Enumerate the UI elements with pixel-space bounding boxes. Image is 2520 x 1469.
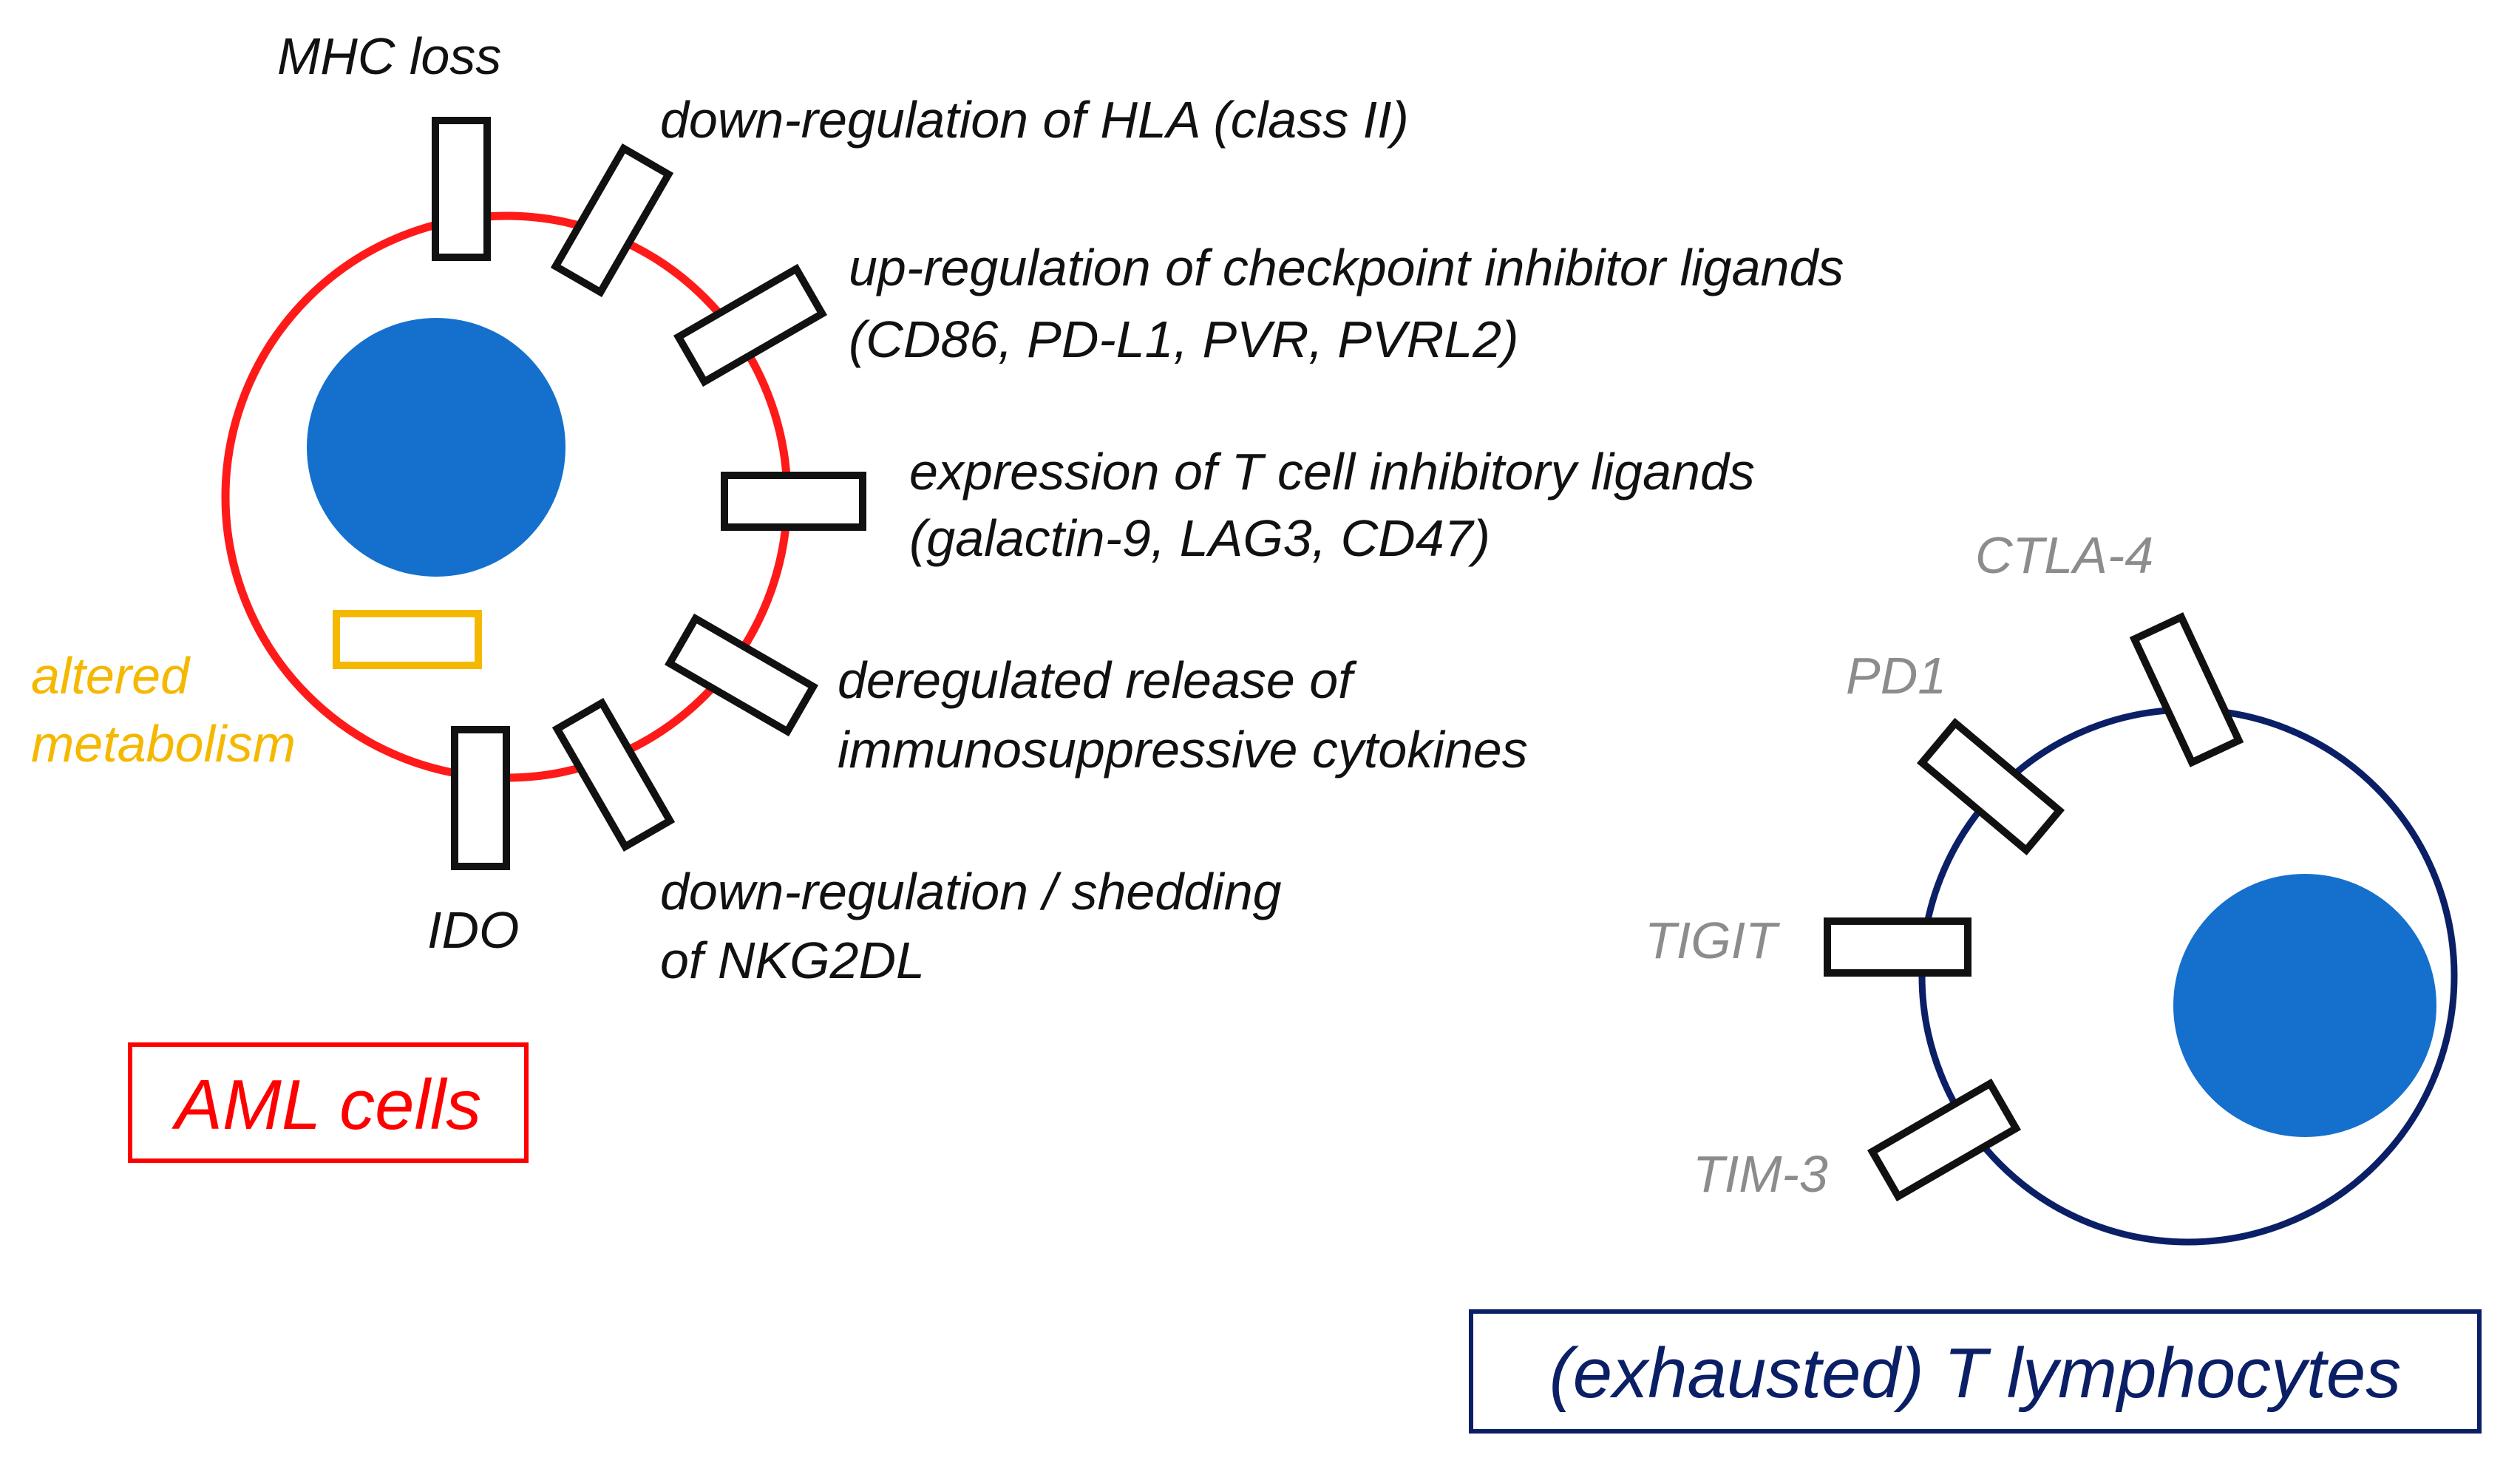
tim3-label: TIM-3 — [1693, 1145, 1828, 1203]
checkpoint-ligand-receptor — [673, 263, 828, 387]
nkg2dl-receptor — [551, 697, 676, 852]
hla-downregulation-label: down-regulation of HLA (class II) — [660, 91, 1409, 149]
tigit-receptor — [1824, 917, 1971, 977]
t-cell-title: (exhausted) T lymphocytes — [1549, 1334, 2401, 1413]
checkpoint-ligands-label-line1: up-regulation of checkpoint inhibitor li… — [849, 239, 1844, 296]
nkg2dl-label-line1: down-regulation / shedding — [660, 863, 1282, 920]
ctla4-label: CTLA-4 — [1975, 526, 2153, 584]
t-cell-inhibitory-label-line1: expression of T cell inhibitory ligands — [909, 443, 1755, 501]
cytokines-label-line2: immunosuppressive cytokines — [838, 721, 1528, 778]
mhc-receptor — [432, 117, 491, 261]
altered-metabolism-label-line1: altered — [31, 647, 191, 705]
ido-receptor — [451, 726, 510, 870]
ctla4-receptor — [2129, 612, 2244, 767]
checkpoint-ligands-label-line2: (CD86, PD-L1, PVR, PVRL2) — [849, 311, 1518, 368]
tim3-receptor — [1867, 1078, 2022, 1202]
aml-nucleus — [307, 318, 566, 577]
t-cell-nucleus — [2173, 874, 2436, 1137]
aml-title-box — [128, 1042, 529, 1163]
mhc-loss-label: MHC loss — [277, 27, 501, 85]
aml-title: AML cells — [171, 1065, 481, 1144]
t-cell-title-box — [1469, 1309, 2482, 1434]
altered-metabolism-marker — [333, 610, 482, 669]
altered-metabolism-label-line2: metabolism — [31, 715, 296, 773]
t-cell: CTLA-4 PD1 TIGIT TIM-3 (exhausted) T lym… — [1469, 526, 2482, 1434]
t-cell-inhibitory-ligand-receptor — [721, 472, 866, 531]
pd1-receptor — [1916, 718, 2065, 855]
t-cell-inhibitory-label-line2: (galactin-9, LAG3, CD47) — [909, 509, 1490, 567]
nkg2dl-label-line2: of NKG2DL — [660, 932, 925, 989]
ido-label: IDO — [427, 901, 519, 959]
pd1-label: PD1 — [1846, 647, 1946, 705]
cytokine-receptor — [664, 613, 819, 737]
tigit-label: TIGIT — [1645, 912, 1780, 969]
cytokines-label-line1: deregulated release of — [838, 651, 1357, 709]
hla-receptor — [550, 143, 674, 298]
aml-cell: MHC loss down-regulation of HLA (class I… — [31, 27, 1844, 1163]
